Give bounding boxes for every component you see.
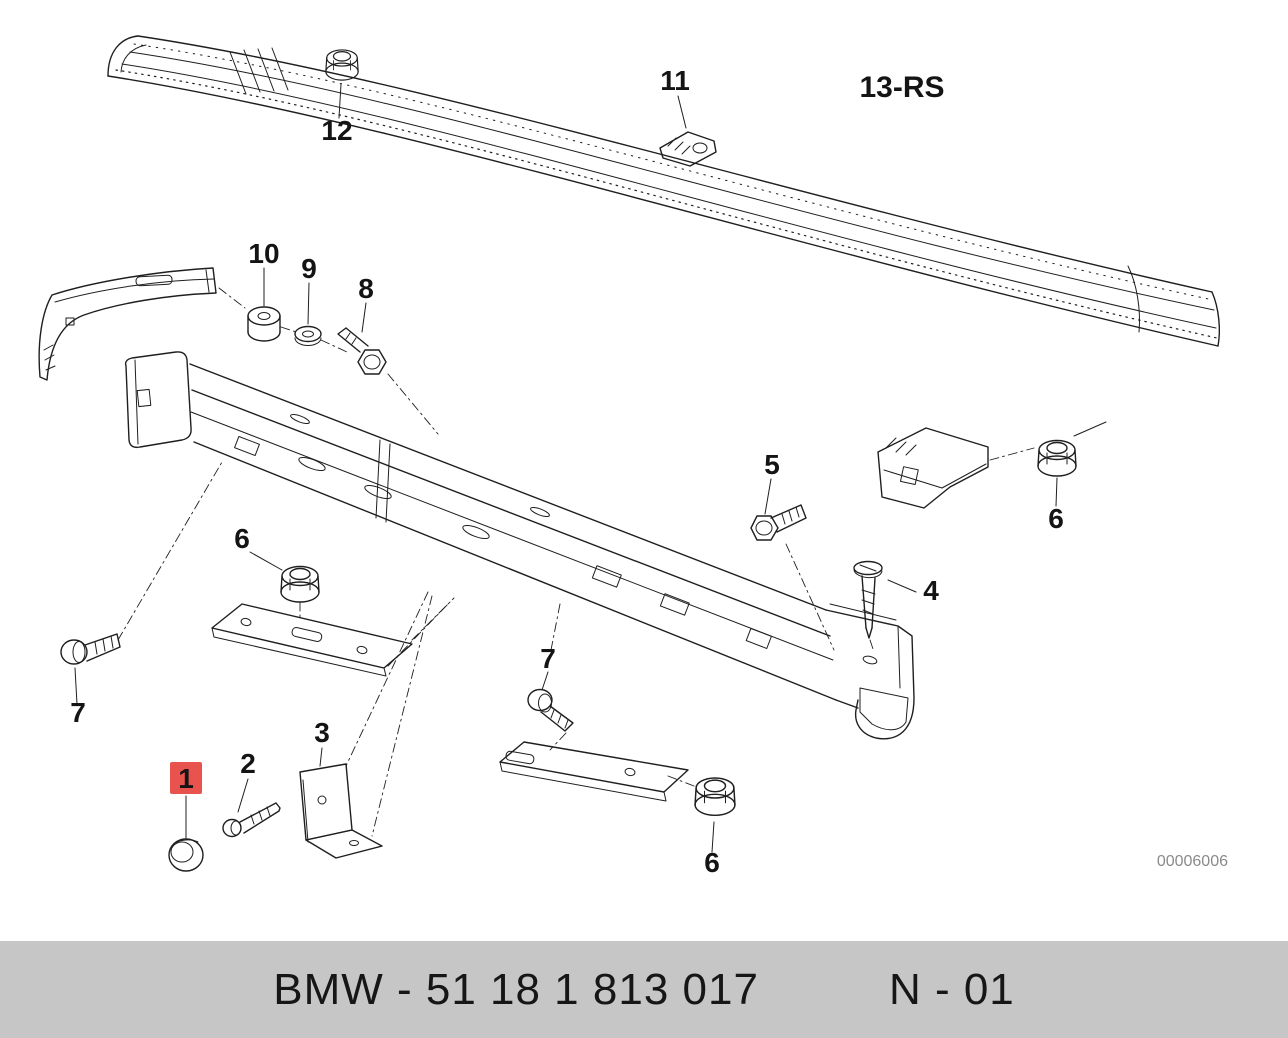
screw-part-4 — [853, 560, 883, 639]
callout-7-left[interactable]: 7 — [70, 697, 86, 728]
watermark-number: 00006006 — [1157, 853, 1228, 870]
assembly-axis-lines — [117, 287, 1035, 837]
speed-clip-right — [877, 427, 989, 509]
callout-9[interactable]: 9 — [301, 253, 317, 284]
screw-part-2 — [222, 802, 281, 838]
diagram-canvas: 12 11 10 9 8 5 6 4 6 7 7 3 2 1 6 13-RS 0… — [38, 35, 1228, 878]
callout-6-left[interactable]: 6 — [234, 523, 250, 554]
bolt-part-7-center — [527, 688, 574, 732]
callout-6-right[interactable]: 6 — [1048, 503, 1064, 534]
bolt-part-5 — [750, 504, 807, 541]
grommet-part-10 — [247, 306, 281, 342]
callout-5[interactable]: 5 — [764, 449, 780, 480]
thin-leader-lines — [1073, 421, 1107, 437]
clip-part-11 — [659, 131, 717, 167]
callout-11[interactable]: 11 — [660, 65, 690, 96]
angle-bracket-part-3 — [299, 763, 383, 859]
mounting-bracket-center — [499, 741, 689, 802]
callout-leader-lines — [74, 83, 1058, 853]
mounting-bracket-left — [211, 603, 413, 677]
footer-page-code: N - 01 — [888, 964, 1015, 1014]
nut-part-6-right — [1037, 439, 1077, 477]
callout-10[interactable]: 10 — [248, 238, 279, 269]
callout-3[interactable]: 3 — [314, 717, 330, 748]
bumper-reinforcement-bar — [124, 351, 837, 701]
callout-8[interactable]: 8 — [358, 273, 374, 304]
washer-part-9 — [294, 325, 322, 346]
cap-part-1 — [168, 838, 204, 872]
bolt-part-7-left — [60, 633, 121, 665]
bar-end-bracket — [825, 603, 915, 740]
callout-2[interactable]: 2 — [240, 748, 256, 779]
nut-part-6-bottom — [694, 777, 736, 817]
callout-12[interactable]: 12 — [321, 115, 352, 146]
corner-code-label: 13-RS — [859, 71, 944, 104]
bumper-trim-strip — [107, 35, 1221, 347]
callout-6-bottom[interactable]: 6 — [704, 847, 720, 878]
callout-7-center[interactable]: 7 — [540, 643, 556, 674]
bolt-part-8 — [337, 327, 387, 375]
bumper-corner-molding — [38, 267, 217, 381]
footer-bar: BMW - 51 18 1 813 017 N - 01 — [0, 941, 1288, 1038]
callout-1[interactable]: 1 — [178, 763, 194, 794]
trim-strip-hatch — [229, 47, 289, 95]
footer-part-number: BMW - 51 18 1 813 017 — [273, 964, 759, 1014]
part-1-highlight[interactable] — [170, 762, 202, 794]
callout-4[interactable]: 4 — [923, 575, 939, 606]
callouts: 12 11 10 9 8 5 6 4 6 7 7 3 2 1 6 — [70, 65, 1064, 878]
diagram-area: 12 11 10 9 8 5 6 4 6 7 7 3 2 1 6 13-RS 0… — [38, 35, 1228, 878]
nut-part-6-left — [280, 565, 320, 603]
